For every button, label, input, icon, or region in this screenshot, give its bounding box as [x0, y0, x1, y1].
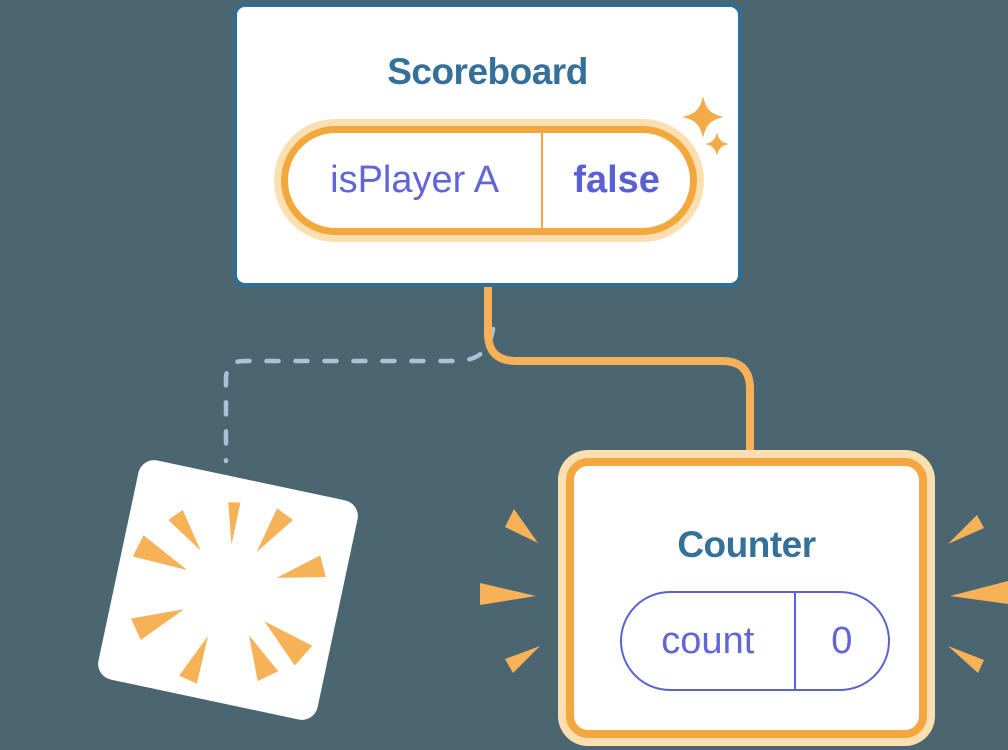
scoreboard-state-pill: isPlayer A false [281, 126, 697, 235]
scoreboard-component-card: Scoreboard isPlayer A false [233, 3, 742, 287]
parent-child-connector [484, 279, 754, 466]
emphasis-burst-icon [948, 515, 1008, 673]
state-value-label: 0 [793, 593, 888, 689]
counter-title: Counter [677, 524, 816, 565]
emphasis-burst-icon [480, 509, 540, 673]
counter-component-card: Counter count 0 [566, 458, 927, 738]
destroyed-component-card [92, 454, 365, 727]
sparkle-icon [705, 132, 729, 156]
state-name-label: count [661, 619, 755, 662]
removed-branch-dashed-connector [223, 326, 496, 464]
sparkle-icon [682, 96, 724, 138]
counter-state-pill: count 0 [620, 591, 890, 691]
poof-burst-icon [98, 460, 358, 720]
scoreboard-title: Scoreboard [387, 51, 588, 92]
state-value-label: false [541, 133, 690, 228]
state-name-label: isPlayer A [330, 159, 500, 201]
